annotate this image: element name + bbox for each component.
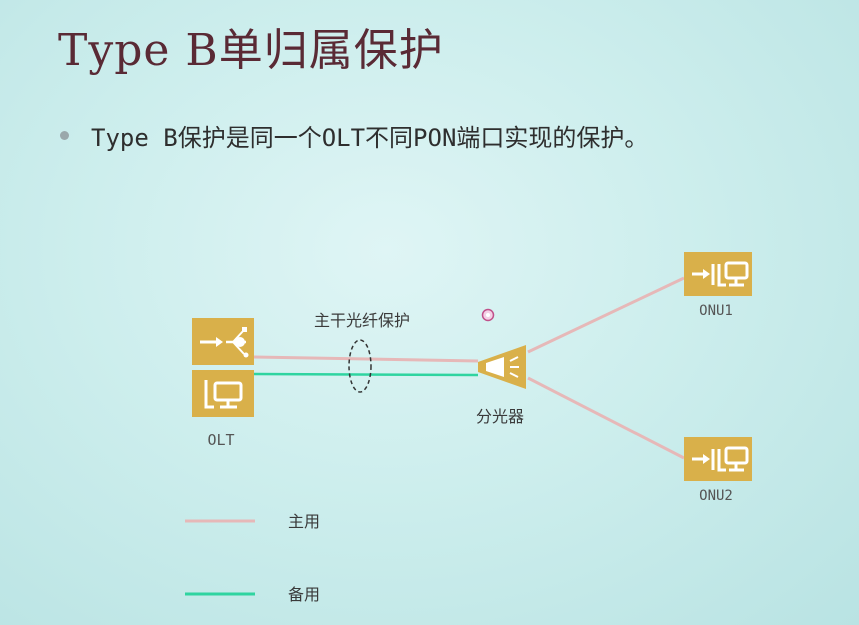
branch-line-onu1 [527, 276, 685, 354]
trunk-protection-ellipse [348, 339, 372, 393]
branch-line-onu2 [527, 376, 685, 460]
olt-label: OLT [207, 431, 234, 449]
legend: 主用 备用 [185, 512, 320, 604]
splitter-icon [478, 345, 526, 389]
pointer-marker-icon [481, 308, 495, 322]
onu2-label: ONU2 [699, 488, 733, 504]
slide-title: Type B单归属保护 [58, 25, 444, 76]
bullet-item: Type B保护是同一个OLT不同PON端口实现的保护。 [60, 118, 648, 153]
onu1-label: ONU1 [699, 303, 733, 319]
onu2-device-icon [684, 437, 752, 481]
bullet-dot-icon [60, 131, 69, 140]
legend-backup-label: 备用 [288, 585, 320, 604]
trunk-protection-label: 主干光纤保护 [314, 311, 410, 330]
bullet-text: Type B保护是同一个OLT不同PON端口实现的保护。 [91, 124, 649, 152]
onu1-device-icon [684, 252, 752, 296]
olt-device-icon [192, 318, 254, 417]
primary-trunk-line [253, 355, 479, 363]
legend-primary-label: 主用 [288, 512, 320, 531]
splitter-label: 分光器 [476, 407, 524, 426]
backup-trunk-line [253, 372, 479, 377]
